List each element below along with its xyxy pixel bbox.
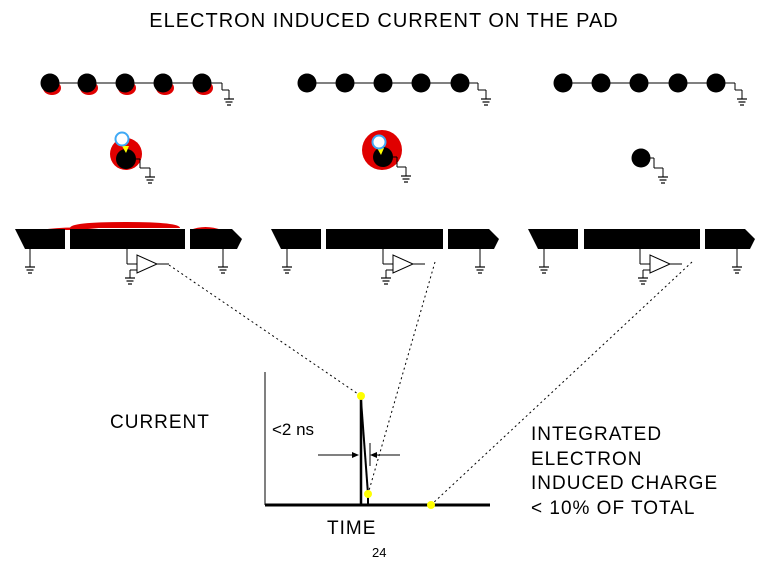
current-pulse bbox=[359, 397, 369, 505]
wire-row-3 bbox=[553, 73, 748, 106]
panel-1 bbox=[15, 73, 242, 285]
current-time-plot bbox=[264, 372, 490, 509]
cathode-pads-1 bbox=[15, 222, 242, 285]
avalanche-anode-2 bbox=[362, 130, 412, 183]
note-line: < 10% OF TOTAL bbox=[531, 497, 696, 519]
electron-icon bbox=[114, 131, 130, 147]
cathode-pads-3 bbox=[528, 229, 755, 285]
integrated-charge-note: INTEGRATED ELECTRON INDUCED CHARGE < 10%… bbox=[531, 423, 718, 521]
x-axis-label: TIME bbox=[327, 518, 377, 539]
anode-wire-3 bbox=[631, 148, 669, 184]
page-title: ELECTRON INDUCED CURRENT ON THE PAD bbox=[149, 10, 619, 32]
panel-2 bbox=[271, 73, 499, 285]
note-line: INDUCED CHARGE bbox=[531, 473, 719, 494]
marker-panel-1 bbox=[357, 392, 365, 400]
time-markers bbox=[357, 392, 435, 509]
wire-row-1 bbox=[40, 73, 235, 106]
avalanche-anode-1 bbox=[110, 131, 156, 184]
note-line: ELECTRON bbox=[531, 448, 643, 470]
marker-panel-3 bbox=[427, 501, 435, 509]
pulse-width-label: <2 ns bbox=[272, 420, 315, 439]
wire-row-2 bbox=[297, 73, 492, 106]
marker-panel-2 bbox=[364, 490, 372, 498]
note-line: INTEGRATED bbox=[531, 424, 663, 445]
page-number: 24 bbox=[372, 545, 387, 560]
panel-3 bbox=[528, 73, 755, 285]
pulse-width-marker bbox=[318, 443, 400, 466]
cathode-pads-2 bbox=[271, 229, 499, 285]
y-axis-label: CURRENT bbox=[110, 412, 210, 433]
electron-icon bbox=[371, 134, 387, 150]
